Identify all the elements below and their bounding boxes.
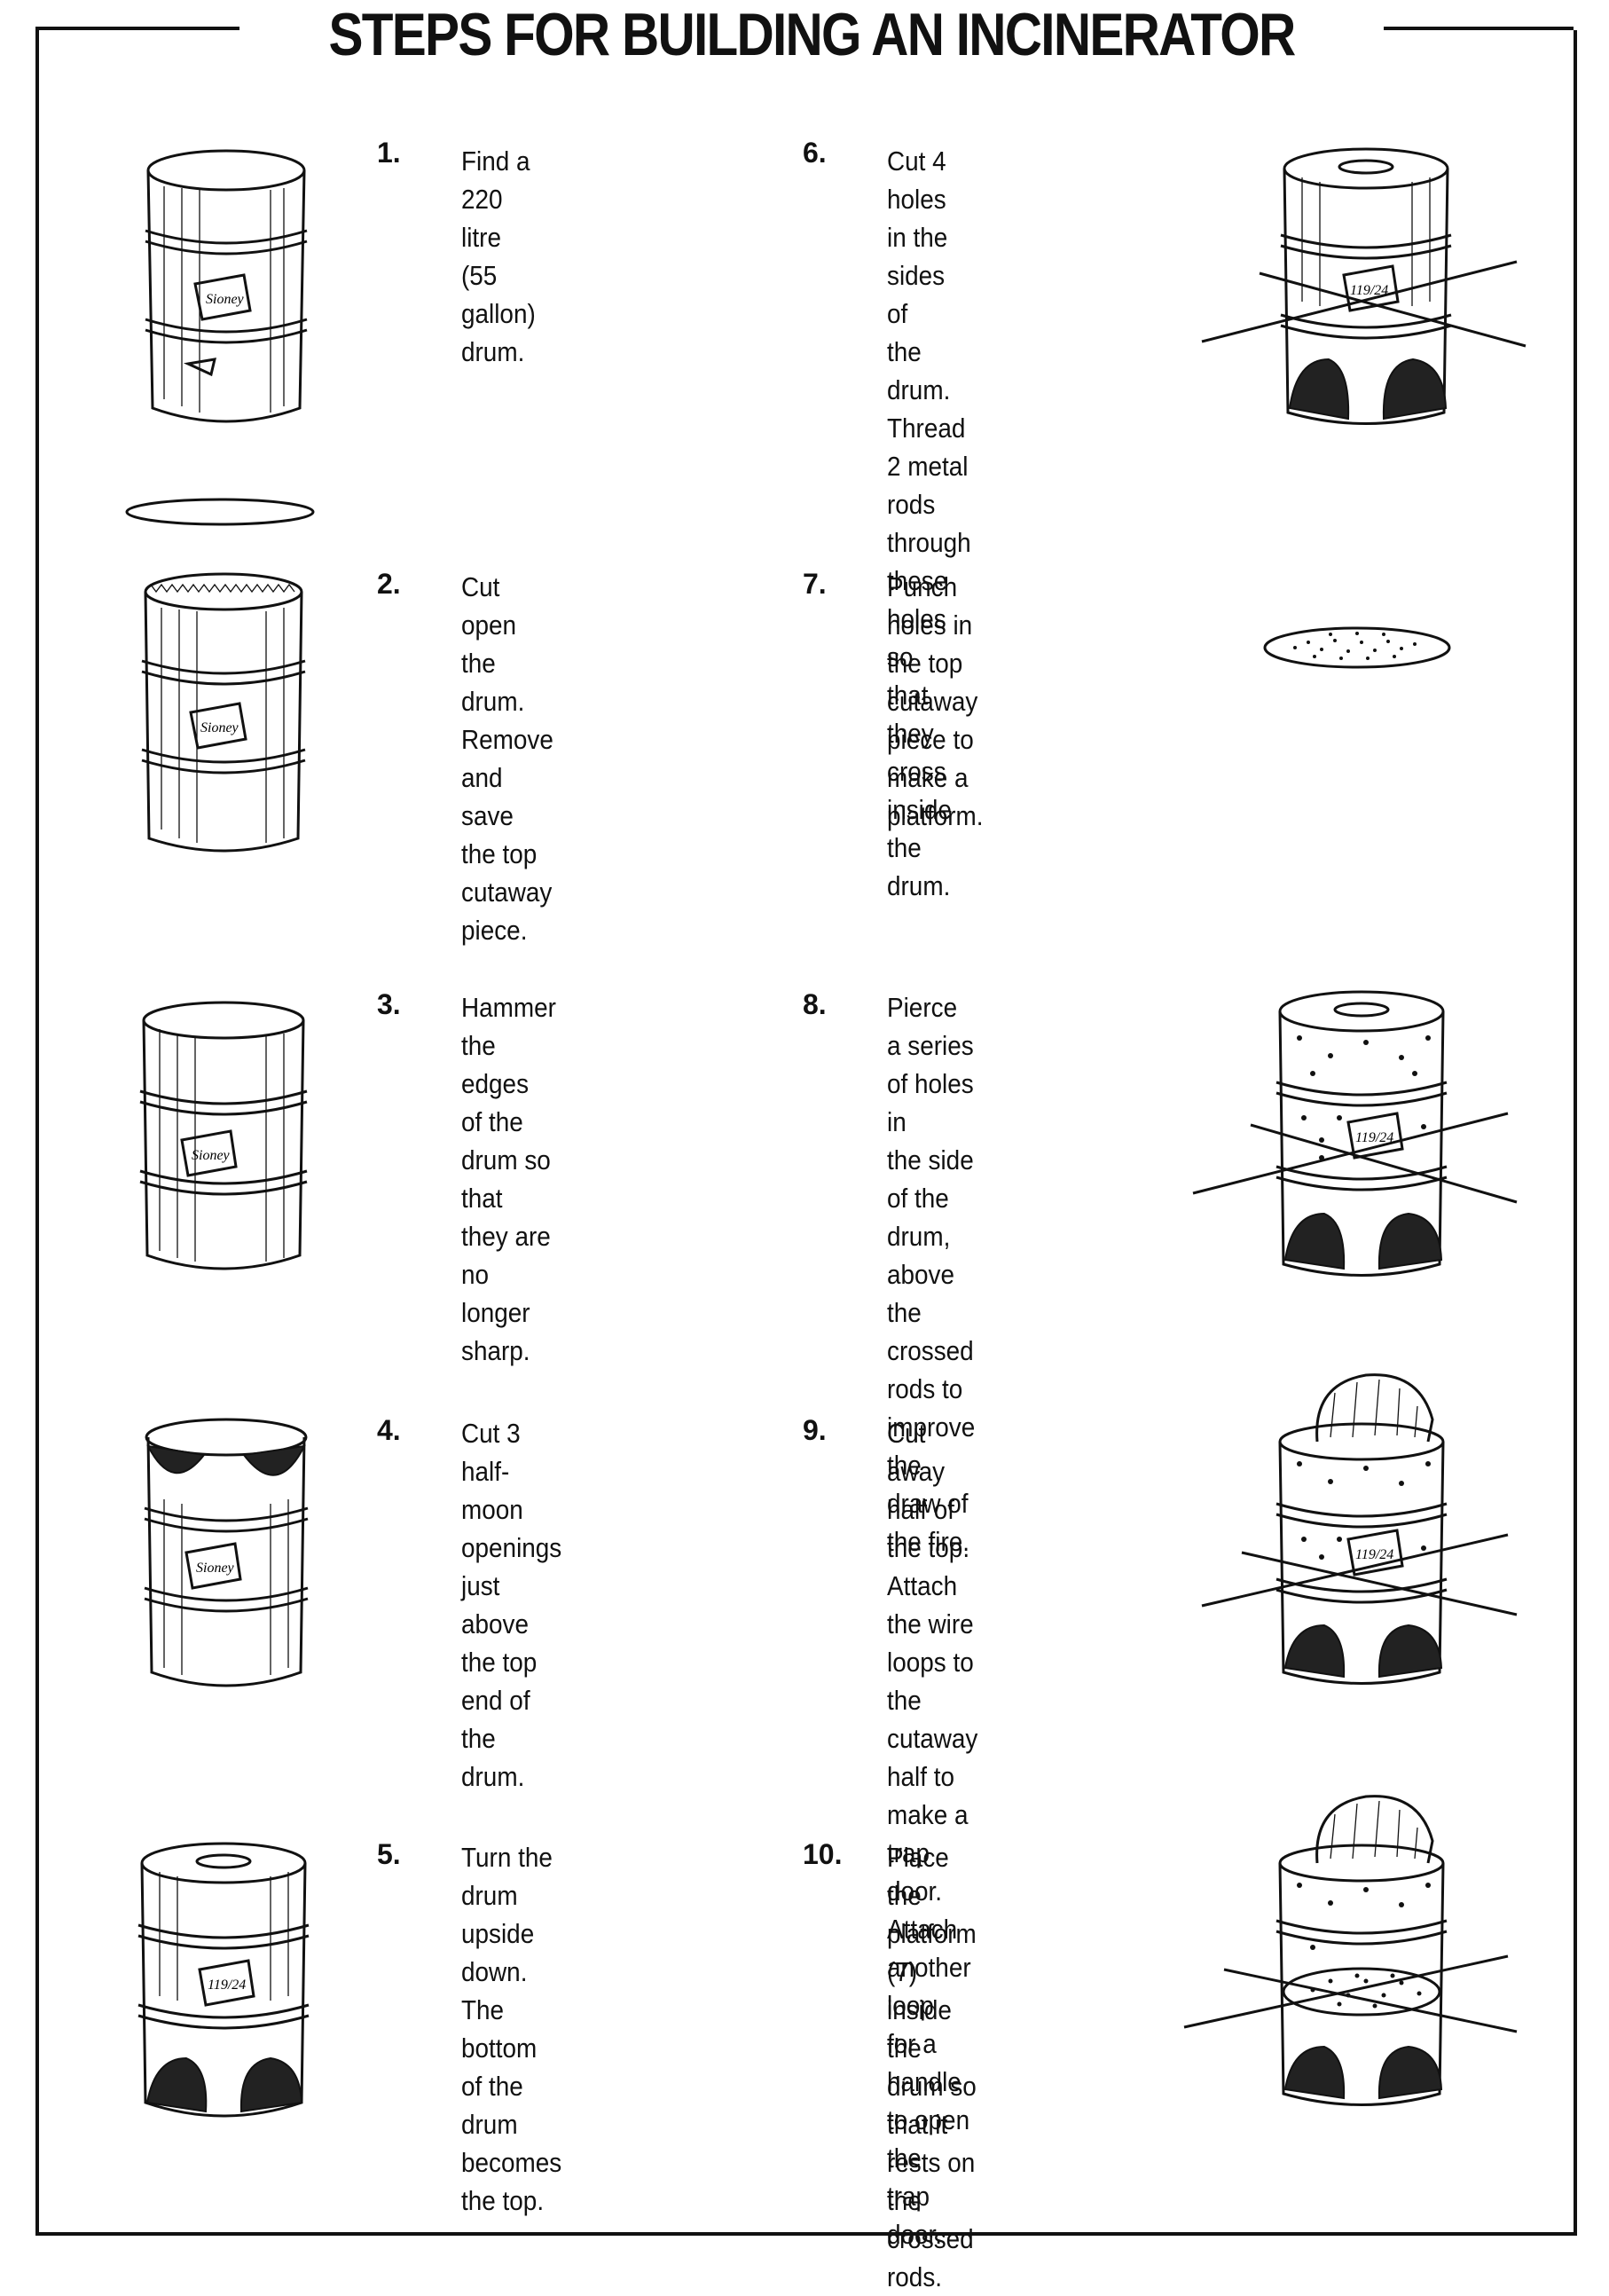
step-number: 3. [377,988,401,1020]
step-text: Punch holes in the top cutaway piece to … [887,571,984,831]
frame-top-right [1384,27,1574,30]
illustration-step-1-drum: Sioney [145,149,308,423]
illustration-step-8-drum-holes: 119/24 [1192,990,1518,1277]
illustration-step-6-drum-rods: 119/24 [1201,147,1527,425]
illustration-step-5-drum-upside-down: 119/24 [137,1842,310,2118]
drum-label: 119/24 [208,1978,246,1993]
step-number: 7. [803,568,827,600]
step-number: 4. [377,1414,401,1446]
illustration-step-9-drum-trap-door: 119/24 [1201,1373,1518,1685]
drum-label: Sioney [206,292,245,307]
illustration-step-7-platform [1263,626,1451,669]
drum-label: 119/24 [1355,1547,1393,1562]
step-number: 2. [377,568,401,600]
step-number: 1. [377,137,401,169]
step-number: 8. [803,988,827,1020]
illustration-step-2-drum-lid: Sioney [125,498,315,853]
step-text: Pierce a series of holes in the side of … [887,992,976,1557]
illustration-step-10-drum-platform [1183,1795,1518,2106]
illustration-step-3-drum: Sioney [139,1001,308,1270]
step-text: Turn the drum upside down. The bottom of… [461,1842,562,2216]
step-text: Cut 3 half-moon openings just above the … [461,1418,562,1792]
step-number: 9. [803,1414,827,1446]
drum-label: Sioney [196,1561,235,1576]
step-text: Hammer the edges of the drum so that the… [461,992,556,1366]
drum-label: 119/24 [1355,1130,1393,1145]
drum-label: 119/24 [1350,283,1388,298]
step-text: Find a 220 litre (55 gallon) drum. [461,145,536,367]
step-text: Cut open the drum. Remove and save the t… [461,571,553,946]
illustration-step-4-drum-openings: Sioney [144,1418,309,1687]
step-text: Cut away half of the top. Attach the wir… [887,1418,978,2250]
page-title: STEPS FOR BUILDING AN INCINERATOR [328,1,1296,68]
step-number: 5. [377,1838,401,1870]
step-text: Cut 4 holes in the sides of the drum. Th… [887,145,971,901]
step-number: 6. [803,137,827,169]
page-frame [35,30,1577,2236]
step-number: 10. [803,1838,843,1870]
drum-label: Sioney [192,1148,231,1163]
frame-top-left [35,27,239,30]
step-text: Place the platform (7) inside the drum s… [887,1842,977,2292]
drum-label: Sioney [200,720,239,735]
